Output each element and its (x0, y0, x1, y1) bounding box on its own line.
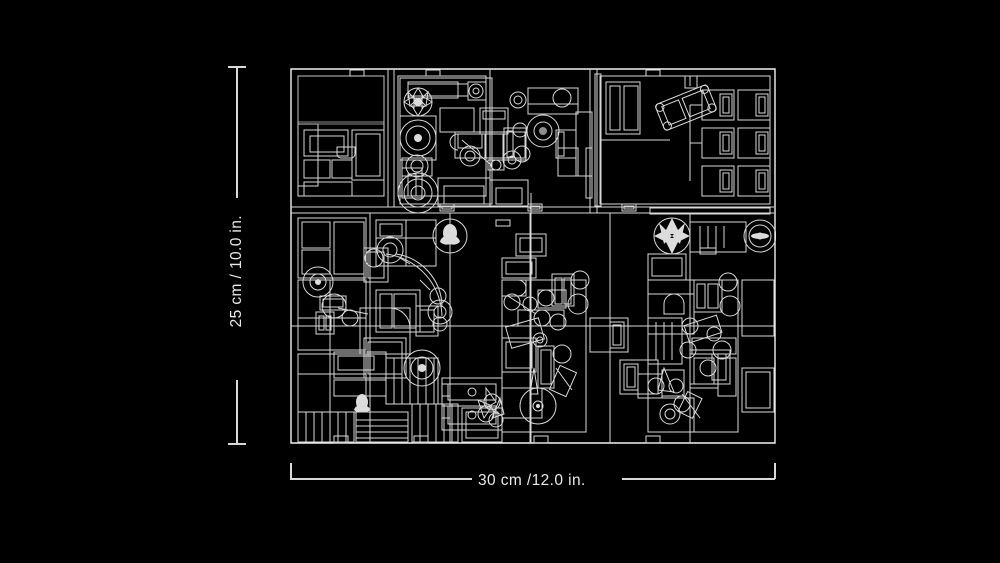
stairs-icon-3 (356, 412, 408, 442)
horizontal-dimension-line-left (290, 478, 472, 480)
mid-right-band (654, 218, 776, 254)
upper-partitions (438, 74, 601, 206)
vehicle-icon (655, 84, 717, 131)
top-studs (350, 70, 660, 76)
turntable-icon (520, 388, 556, 424)
bottom-studs (334, 436, 660, 443)
fan-icon-right (654, 218, 690, 254)
fan-icon (404, 88, 432, 116)
vertical-dimension-line-upper (236, 66, 238, 198)
horizontal-dimension-tick-right (774, 463, 776, 479)
round-table (404, 350, 440, 386)
plant-icon-lower (354, 394, 370, 413)
upper-right-bed-room (600, 76, 770, 204)
right-lower-panels (742, 280, 774, 412)
drum-icon (400, 120, 436, 156)
vertical-dimension-label: 25 cm / 10.0 in. (228, 215, 245, 328)
mid-left-lounge (376, 219, 467, 266)
stairs-icon (386, 358, 438, 404)
minifigure-cluster (316, 294, 368, 334)
upper-equipment-cluster (440, 88, 578, 176)
horizontal-dimension-tick-left (290, 463, 292, 479)
wheel-icon-right (744, 220, 776, 252)
center-armchair-2 (620, 360, 658, 394)
plant-icon (433, 219, 467, 253)
horizontal-dimension-label: 30 cm /12.0 in. (478, 472, 586, 489)
floor-plan-svg (290, 68, 776, 444)
mid-wall-studs (440, 204, 770, 226)
vertical-dimension-line-lower (236, 380, 238, 444)
plan-outer-walls (291, 69, 775, 443)
stairs-icon-2 (298, 412, 354, 442)
lower-left-living-room (298, 218, 502, 442)
sculpture-icon (478, 388, 504, 427)
lower-right-room (638, 254, 740, 432)
upper-left-room (298, 76, 486, 196)
center-armchair-3 (690, 350, 730, 384)
floor-plan-drawing (290, 68, 776, 444)
lower-center-room (478, 234, 589, 432)
bed-grid-icon (690, 90, 770, 196)
horizontal-dimension-line-right (622, 478, 775, 480)
center-armchair (590, 318, 628, 352)
wheel-icon (398, 173, 438, 213)
upper-center-room (398, 78, 492, 213)
ceiling-fixture (337, 147, 355, 158)
wheel-icon-left (303, 267, 333, 297)
